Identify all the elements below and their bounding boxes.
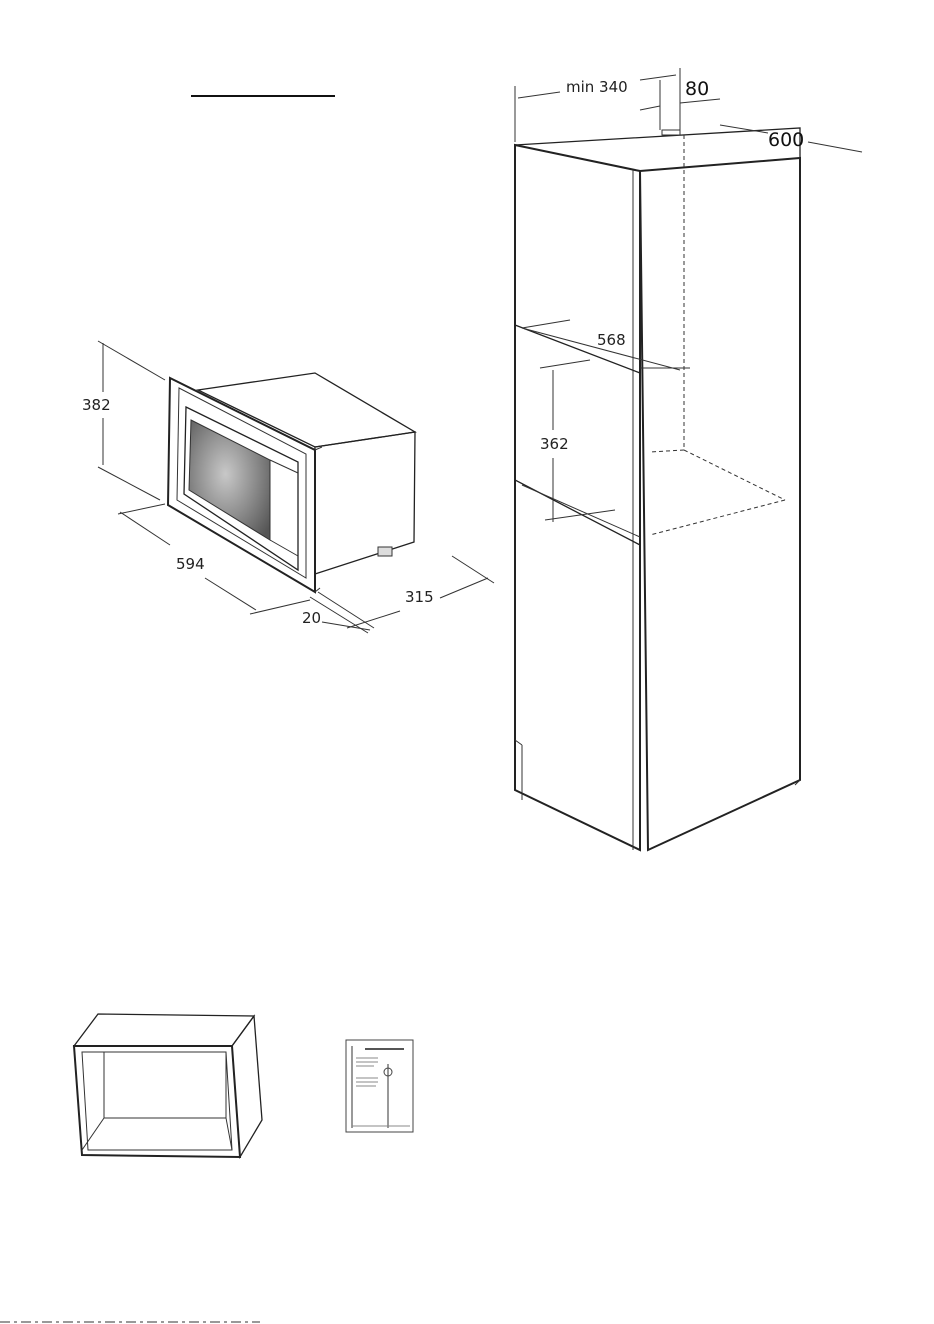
microwave-dimension-lines <box>98 341 494 633</box>
dim-cabinet-depth: 600 <box>768 129 804 151</box>
dim-niche-height: 362 <box>540 435 569 453</box>
microwave-drawing <box>168 373 415 592</box>
dim-microwave-height: 382 <box>82 396 111 414</box>
cabinet-dimension-lines <box>515 68 862 522</box>
dim-niche-width: 568 <box>597 331 626 349</box>
microwave-niche <box>515 325 640 545</box>
dim-ventilation-gap: 80 <box>685 78 709 100</box>
microwave-foot <box>378 547 392 556</box>
dim-frame-thickness: 20 <box>302 609 321 627</box>
frame-box-drawing <box>74 1014 262 1157</box>
microwave-window <box>189 420 270 540</box>
dim-microwave-depth: 315 <box>405 588 434 606</box>
instruction-leaflet-drawing <box>346 1040 413 1132</box>
dim-cabinet-min-depth: min 340 <box>566 78 628 96</box>
dim-microwave-width: 594 <box>176 555 205 573</box>
tall-cabinet-drawing <box>515 128 800 850</box>
